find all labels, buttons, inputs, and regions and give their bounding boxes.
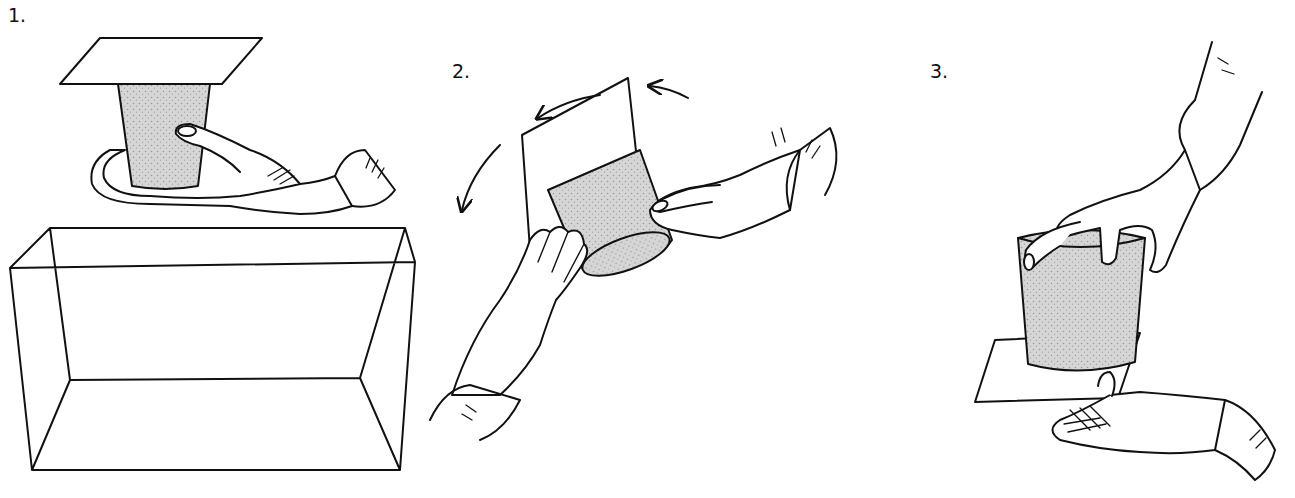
step-one-illustration <box>10 38 415 470</box>
hatching <box>268 158 384 184</box>
step-number: 2. <box>452 60 470 82</box>
rotation-arrow <box>538 95 600 118</box>
rotation-arrow <box>650 86 688 98</box>
card <box>60 38 262 84</box>
thumbnail <box>651 199 669 214</box>
finger-lines <box>538 232 584 282</box>
step-two-illustration <box>430 78 836 440</box>
bottom-finger <box>1098 372 1115 396</box>
cuff <box>335 150 395 207</box>
hand <box>91 150 352 214</box>
thumbnail <box>1024 254 1034 270</box>
step-number: 3. <box>930 60 948 82</box>
left-cuff <box>430 385 520 440</box>
hatching <box>1064 58 1266 448</box>
top-hand <box>1057 150 1200 272</box>
thumbnail <box>178 126 196 136</box>
rotation-arrow <box>462 145 500 210</box>
right-hand <box>650 150 800 238</box>
card-edge <box>118 83 210 85</box>
left-hand <box>452 227 587 395</box>
top-cuff <box>1179 42 1262 190</box>
bottom-hand <box>1053 392 1226 453</box>
bottom-cuff <box>1215 400 1275 480</box>
step-three-illustration <box>975 42 1275 480</box>
glass-base <box>577 223 674 285</box>
step-number: 1. <box>8 4 26 26</box>
tank <box>10 228 415 470</box>
hatching <box>462 128 820 420</box>
